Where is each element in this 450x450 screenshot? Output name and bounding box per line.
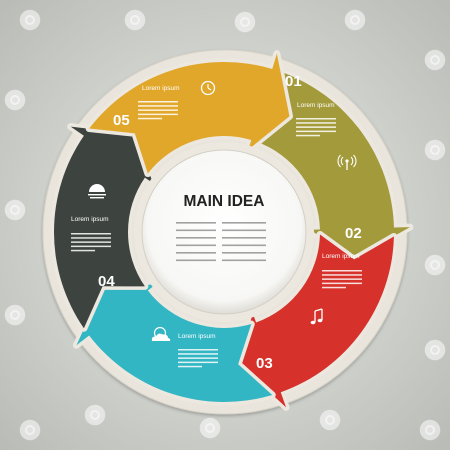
watermark-swirl-icon (4, 304, 26, 326)
center-title: MAIN IDEA (184, 193, 265, 210)
watermark-swirl-icon (124, 9, 146, 31)
center-text-line (176, 252, 216, 254)
segment-01-number: 01 (285, 73, 302, 90)
segment-02-heading: Lorem ipsum (322, 253, 360, 260)
sunset-icon (88, 184, 106, 199)
center-text-line (222, 237, 266, 239)
watermark-swirl-icon (19, 419, 41, 441)
segment-04 (53, 126, 154, 329)
segment-03-text-line (178, 361, 218, 364)
segment-02-text-line (322, 286, 346, 289)
segment-03-text-line (178, 353, 218, 355)
center-text-line (176, 222, 216, 224)
segment-04-text-line (71, 233, 111, 235)
segment-03-number: 03 (256, 355, 273, 372)
antenna-icon (337, 154, 357, 170)
segment-01-heading: Lorem ipsum (297, 102, 335, 109)
center-text-line (176, 237, 216, 239)
segment-03-text-line (178, 357, 218, 359)
watermark-layer (4, 9, 446, 441)
center-text-line (222, 244, 266, 247)
watermark-swirl-icon (84, 404, 106, 426)
center-text-line (176, 244, 216, 247)
segment-03-text-line (178, 349, 218, 351)
segment-01-text-line (296, 130, 336, 133)
watermark-swirl-icon (319, 409, 341, 431)
segment-05-text-line (138, 117, 162, 120)
segment-04-text-line (71, 249, 95, 252)
watermark-swirl-icon (424, 339, 446, 361)
segment-01 (256, 71, 410, 259)
segment-05 (89, 53, 290, 174)
segment-04-number: 04 (98, 273, 115, 290)
watermark-swirl-icon (424, 139, 446, 161)
watermark-swirl-icon (19, 9, 41, 31)
segment-03-text-line (178, 365, 202, 368)
segment-01-text-line (296, 122, 336, 124)
segment-03 (76, 284, 273, 402)
segment-05-text-line (138, 105, 178, 107)
center-body-text (176, 222, 266, 262)
center-circle (141, 149, 307, 315)
segment-04-heading: Lorem ipsum (71, 216, 109, 223)
watermark-swirl-icon (199, 417, 221, 439)
segment-03-heading: Lorem ipsum (178, 333, 216, 340)
center-text-line (176, 259, 216, 262)
segment-01-text-line (296, 118, 336, 120)
center-text-line (176, 229, 216, 232)
watermark-swirl-icon (344, 9, 366, 31)
segment-02-text-line (322, 270, 362, 272)
segment-05-text-line (138, 113, 178, 116)
segment-05-number: 05 (113, 112, 130, 129)
watermark-swirl-icon (424, 49, 446, 71)
watermark-swirl-icon (234, 11, 256, 33)
center-text-line (222, 222, 266, 224)
segment-01-text-line (296, 134, 320, 137)
cloud-sun-icon (151, 326, 171, 341)
segment-02-text-line (322, 278, 362, 280)
segment-05-heading: Lorem ipsum (142, 85, 180, 92)
segments-layer (50, 50, 414, 411)
center-text-line (222, 229, 266, 232)
segment-04-text-line (71, 241, 111, 243)
segment-04-text-line (71, 245, 111, 248)
watermark-swirl-icon (4, 89, 26, 111)
music-notes-icon (310, 308, 323, 325)
segment-05-text-line (138, 101, 178, 103)
segment-05-text-line (138, 109, 178, 111)
segment-02-text-line (322, 274, 362, 276)
segment-02-number: 02 (345, 225, 362, 242)
segment-04-text-line (71, 237, 111, 239)
watermark-swirl-icon (424, 254, 446, 276)
clock-icon (200, 80, 216, 96)
center-text-line (222, 259, 266, 262)
segment-02-text-line (322, 282, 362, 285)
watermark-swirl-icon (419, 419, 441, 441)
segment-02 (239, 234, 394, 408)
watermark-swirl-icon (4, 199, 26, 221)
segment-01-text-line (296, 126, 336, 128)
center-text-line (222, 252, 266, 254)
